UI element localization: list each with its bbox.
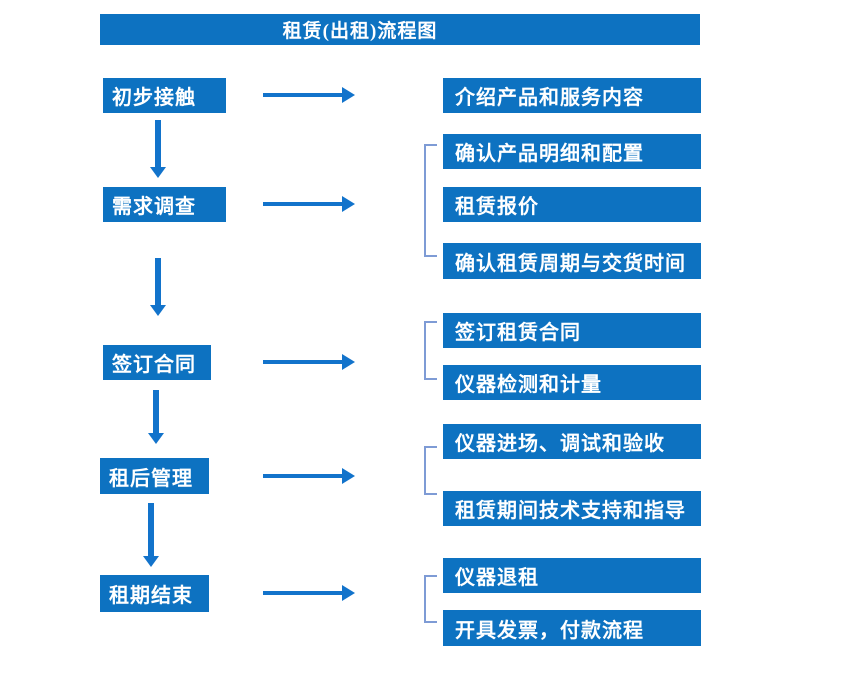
arrow-shaft bbox=[155, 120, 161, 168]
arrow-head bbox=[150, 167, 166, 178]
group-bracket-rental-end bbox=[424, 575, 437, 623]
step-box-post-rental-management: 租后管理 bbox=[100, 458, 209, 494]
output-box-sign-rental-contract: 签订租赁合同 bbox=[443, 313, 701, 348]
arrow-head bbox=[342, 585, 355, 601]
step-box-demand-survey: 需求调查 bbox=[103, 187, 226, 222]
step-label: 需求调查 bbox=[112, 196, 196, 218]
output-box-invoice-payment: 开具发票，付款流程 bbox=[443, 610, 701, 646]
output-label: 租赁报价 bbox=[455, 196, 539, 218]
arrow-shaft bbox=[155, 258, 161, 306]
arrow-shaft bbox=[263, 202, 344, 206]
step-box-sign-contract: 签订合同 bbox=[103, 345, 211, 380]
arrow-shaft bbox=[263, 93, 344, 97]
flow-arrow-down-icon bbox=[148, 390, 165, 444]
flow-arrow-right-icon bbox=[263, 87, 355, 103]
arrow-shaft bbox=[263, 360, 344, 364]
arrow-head bbox=[342, 196, 355, 212]
arrow-shaft bbox=[263, 474, 344, 478]
arrow-head bbox=[342, 354, 355, 370]
page-title: 租赁(出租)流程图 bbox=[282, 21, 438, 42]
arrow-shaft bbox=[153, 390, 159, 434]
arrow-head bbox=[148, 433, 164, 444]
output-label: 确认租赁周期与交货时间 bbox=[455, 252, 686, 275]
output-box-rental-quote: 租赁报价 bbox=[443, 187, 701, 222]
step-label: 租后管理 bbox=[109, 467, 193, 490]
step-box-initial-contact: 初步接触 bbox=[103, 78, 226, 113]
step-label: 初步接触 bbox=[112, 87, 196, 109]
output-label: 租赁期间技术支持和指导 bbox=[455, 500, 686, 522]
output-label: 介绍产品和服务内容 bbox=[455, 87, 644, 109]
flowchart-title-bar: 租赁(出租)流程图 bbox=[100, 14, 700, 45]
flow-arrow-right-icon bbox=[263, 354, 355, 370]
flow-arrow-down-icon bbox=[143, 503, 160, 567]
output-box-technical-support: 租赁期间技术支持和指导 bbox=[443, 491, 701, 526]
output-box-instrument-setup-acceptance: 仪器进场、调试和验收 bbox=[443, 424, 701, 459]
arrow-shaft bbox=[263, 591, 344, 595]
group-bracket-sign-contract bbox=[424, 321, 437, 380]
output-label: 仪器检测和计量 bbox=[455, 374, 602, 396]
arrow-head bbox=[342, 87, 355, 103]
output-label: 仪器退租 bbox=[455, 567, 539, 589]
step-box-rental-end: 租期结束 bbox=[100, 575, 209, 612]
arrow-head bbox=[143, 556, 159, 567]
group-bracket-post-rental bbox=[424, 446, 437, 495]
arrow-head bbox=[150, 305, 166, 316]
flow-arrow-right-icon bbox=[263, 196, 355, 212]
output-label: 仪器进场、调试和验收 bbox=[455, 433, 665, 455]
flow-arrow-down-icon bbox=[150, 120, 167, 178]
flow-arrow-right-icon bbox=[263, 585, 355, 601]
output-box-introduce-products: 介绍产品和服务内容 bbox=[443, 78, 701, 113]
output-box-instrument-inspection: 仪器检测和计量 bbox=[443, 365, 701, 400]
group-bracket-demand-survey bbox=[424, 144, 437, 257]
output-label: 签订租赁合同 bbox=[455, 322, 581, 344]
flow-arrow-down-icon bbox=[150, 258, 167, 316]
output-box-confirm-rental-period: 确认租赁周期与交货时间 bbox=[443, 243, 701, 279]
output-label: 确认产品明细和配置 bbox=[455, 143, 644, 165]
arrow-head bbox=[342, 468, 355, 484]
output-box-confirm-product-details: 确认产品明细和配置 bbox=[443, 134, 701, 169]
arrow-shaft bbox=[148, 503, 154, 557]
output-label: 开具发票，付款流程 bbox=[455, 619, 644, 642]
output-box-instrument-return: 仪器退租 bbox=[443, 558, 701, 593]
flow-arrow-right-icon bbox=[263, 468, 355, 484]
step-label: 租期结束 bbox=[109, 585, 193, 607]
step-label: 签订合同 bbox=[112, 354, 196, 376]
